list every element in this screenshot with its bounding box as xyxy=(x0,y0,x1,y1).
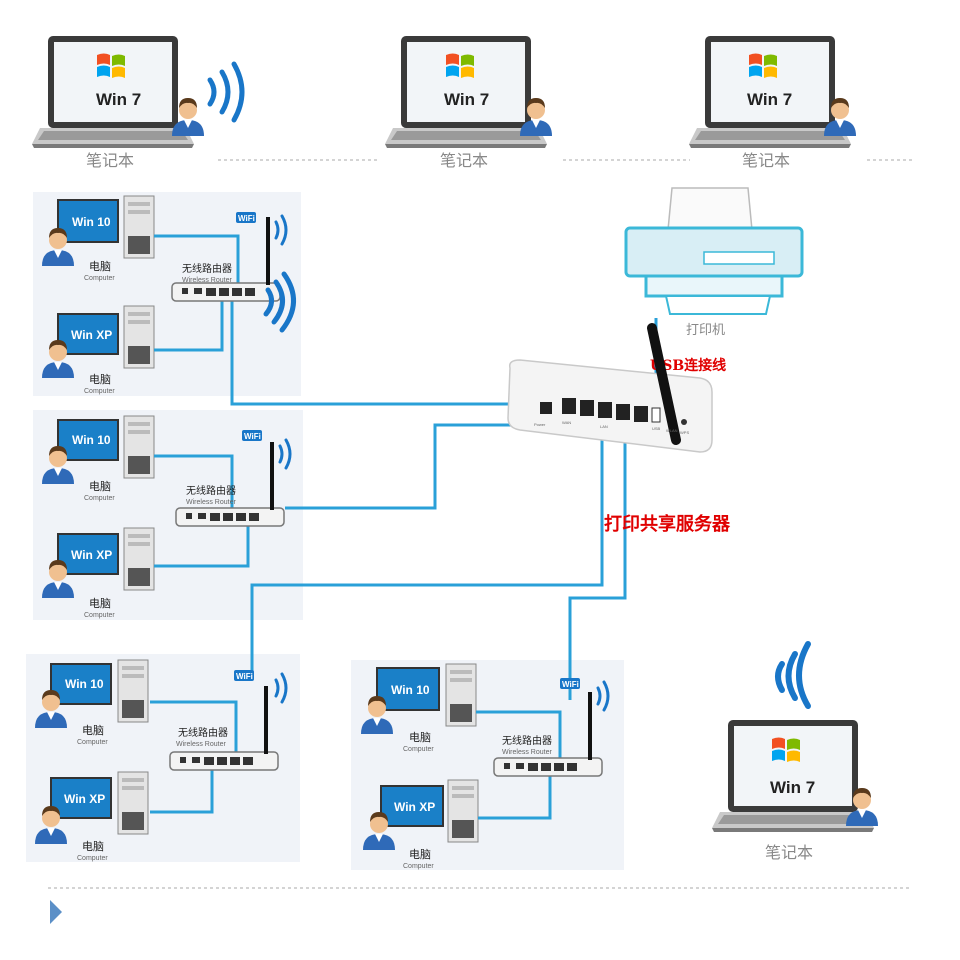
printer-label: 打印机 xyxy=(686,323,725,338)
lan-group-4: Win 10 电脑 Computer Win XP 电脑 Computer Wi… xyxy=(361,663,610,870)
laptop-3: Win 7 笔记本 xyxy=(689,36,856,170)
router-label-en: Wireless Router xyxy=(176,741,226,748)
pc-os-label: Win XP xyxy=(71,328,112,342)
router-label: 无线路由器 xyxy=(178,726,228,739)
pc-os-label: Win XP xyxy=(394,800,435,814)
wifi-signal-icon xyxy=(207,61,245,123)
print-server-label: 打印共享服务器 xyxy=(604,513,731,535)
router-label: 无线路由器 xyxy=(186,484,236,497)
pc-label-en: Computer xyxy=(84,275,115,282)
pc-label: 电脑 xyxy=(409,731,431,744)
pc-os-label: Win 10 xyxy=(391,683,430,697)
pc-label-en: Computer xyxy=(403,746,434,753)
separator-lines xyxy=(48,159,912,889)
pc-label: 电脑 xyxy=(89,597,111,610)
laptop-os-label: Win 7 xyxy=(96,90,141,109)
pc-label: 电脑 xyxy=(409,848,431,861)
pc-label-en: Computer xyxy=(84,388,115,395)
pc-label-en: Computer xyxy=(84,612,115,619)
wifi-signal-icon xyxy=(278,438,292,470)
wifi-badge: WiFi xyxy=(562,680,579,689)
pc-label-en: Computer xyxy=(84,495,115,502)
router-label-en: Wireless Router xyxy=(182,277,232,284)
laptop-1: Win 7 笔记本 xyxy=(32,36,245,170)
router-label: 无线路由器 xyxy=(182,262,232,275)
pc-os-label: Win 10 xyxy=(72,215,111,229)
usb-cable-label: USB连接线 xyxy=(650,357,726,374)
laptop-caption: 笔记本 xyxy=(86,151,134,170)
wifi-signal-icon xyxy=(274,214,288,246)
router-label: 无线路由器 xyxy=(502,734,552,747)
lan-group-2: Win 10 电脑 Computer Win XP 电脑 Computer Wi… xyxy=(42,415,292,619)
wifi-signal-icon xyxy=(596,680,610,712)
pc-label: 电脑 xyxy=(89,373,111,386)
network-cables xyxy=(230,300,658,700)
lan-group-panels xyxy=(26,192,624,870)
pc-os-label: Win 10 xyxy=(72,433,111,447)
port-label: WPS xyxy=(680,430,689,435)
pc-os-label: Win XP xyxy=(71,548,112,562)
lan-group-3: Win 10 电脑 Computer Win XP 电脑 Computer Wi… xyxy=(35,659,288,862)
print-server: Power WAN LAN USB WLAN WPS xyxy=(507,323,713,453)
pc-label-en: Computer xyxy=(403,863,434,870)
laptop-os-label: Win 7 xyxy=(770,778,815,797)
wifi-signal-icon xyxy=(263,271,296,333)
pc-label: 电脑 xyxy=(82,724,104,737)
lan-group-1: Win 10 电脑 Computer Win XP 电脑 Computer Wi… xyxy=(42,195,296,395)
router-label-en: Wireless Router xyxy=(186,499,236,506)
laptop-caption: 笔记本 xyxy=(440,151,488,170)
wifi-badge: WiFi xyxy=(244,432,261,441)
port-label: USB xyxy=(652,426,661,431)
laptop-os-label: Win 7 xyxy=(747,90,792,109)
port-label: Power xyxy=(534,422,546,427)
pc-os-label: Win 10 xyxy=(65,677,104,691)
port-label: LAN xyxy=(600,424,608,429)
pc-label: 电脑 xyxy=(89,260,111,273)
wifi-signal-icon xyxy=(775,641,811,709)
laptop-os-label: Win 7 xyxy=(444,90,489,109)
pc-label: 电脑 xyxy=(89,480,111,493)
port-label: WAN xyxy=(562,420,571,425)
nav-arrow-icon[interactable] xyxy=(50,900,62,924)
laptop-4: Win 7 笔记本 xyxy=(712,641,878,862)
router-label-en: Wireless Router xyxy=(502,749,552,756)
laptop-2: Win 7 笔记本 xyxy=(385,36,552,170)
wifi-badge: WiFi xyxy=(238,214,255,223)
pc-label: 电脑 xyxy=(82,840,104,853)
wifi-badge: WiFi xyxy=(236,672,253,681)
pc-os-label: Win XP xyxy=(64,792,105,806)
laptop-caption: 笔记本 xyxy=(765,843,813,862)
wifi-signal-icon xyxy=(274,672,288,704)
pc-label-en: Computer xyxy=(77,855,108,862)
pc-label-en: Computer xyxy=(77,739,108,746)
printer: 打印机 xyxy=(624,187,804,338)
laptop-caption: 笔记本 xyxy=(742,151,790,170)
port-label: WLAN xyxy=(666,428,678,433)
